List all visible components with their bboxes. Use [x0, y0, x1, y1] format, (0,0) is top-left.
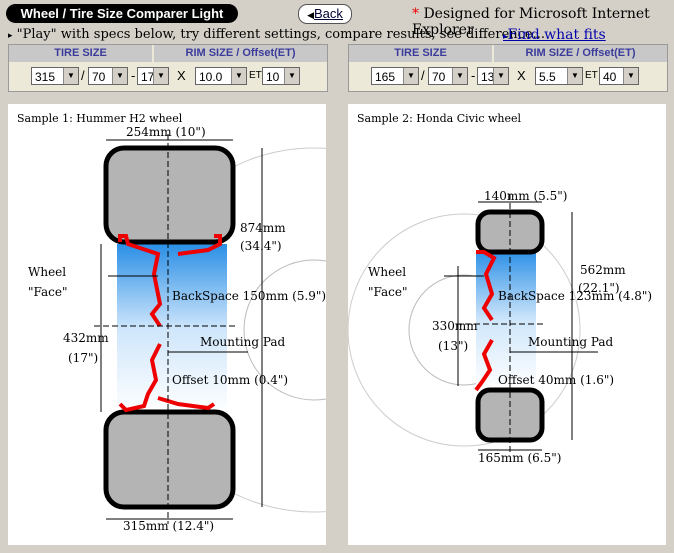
overall-diameter-in: (34.4")	[240, 239, 282, 253]
rim-profile-bottom	[474, 339, 494, 392]
overall-diameter-mm: 874mm	[240, 221, 286, 235]
back-button[interactable]: ◀Back	[298, 4, 352, 24]
aspect-ratio-select[interactable]: 70▼	[428, 67, 468, 85]
rim-profile-top-right	[177, 234, 222, 256]
offset-select[interactable]: 40▼	[599, 67, 639, 85]
rim-diameter-select[interactable]: 13▼	[477, 67, 509, 85]
offset-select[interactable]: 10▼	[262, 67, 300, 85]
aspect-ratio-select[interactable]: 70▼	[88, 67, 128, 85]
mounting-pad-label: Mounting Pad	[200, 335, 286, 349]
backspace-label: BackSpace 123mm (4.8")	[498, 289, 652, 303]
rim-barrel	[476, 250, 536, 390]
tire-size-header: TIRE SIZE	[9, 45, 152, 62]
face-label: "Face"	[368, 285, 408, 299]
find-what-fits-link[interactable]: ▸Find what fits	[503, 27, 606, 43]
dropdown-arrow-icon: ▼	[403, 68, 418, 84]
dropdown-arrow-icon: ▼	[153, 68, 168, 84]
rim-width-select[interactable]: 10.0▼	[195, 67, 247, 85]
top-width-label: 140mm (5.5")	[484, 189, 567, 203]
rim-diameter-select[interactable]: 17▼	[137, 67, 169, 85]
designed-note: * Designed for Microsoft Internet Explor…	[412, 6, 674, 38]
wheel-label: Wheel	[28, 265, 66, 279]
tire-width-select[interactable]: 165▼	[371, 67, 419, 85]
wheel-diameter-mm: 330mm	[432, 319, 478, 333]
dropdown-arrow-icon: ▼	[567, 68, 582, 84]
wheel-diameter-in: (17")	[68, 351, 98, 365]
wheel-diagram-2: 140mm (5.5") 562mm (22.1") Wheel "Face" …	[348, 189, 652, 465]
background-circle	[348, 213, 581, 447]
hint-text: ▸ "Play" with specs below, try different…	[8, 27, 546, 42]
dropdown-arrow-icon: ▼	[63, 68, 78, 84]
dropdown-arrow-icon: ▼	[112, 68, 127, 84]
sample-2-title: Sample 2: Honda Civic wheel	[357, 112, 522, 125]
bottom-width-label: 315mm (12.4")	[123, 519, 214, 533]
tire-width-select[interactable]: 315▼	[31, 67, 79, 85]
spec-bar-1: TIRE SIZE RIM SIZE / Offset(ET) 315▼ / 7…	[8, 44, 328, 92]
wheel-diameter-in: (13")	[438, 339, 468, 353]
rim-size-header: RIM SIZE / Offset(ET)	[154, 45, 327, 62]
rim-profile-top	[118, 234, 163, 328]
dropdown-arrow-icon: ▼	[452, 68, 467, 84]
offset-label: Offset 10mm (0.4")	[172, 373, 288, 387]
tire-top-section	[103, 145, 236, 245]
overall-diameter-mm: 562mm	[580, 263, 626, 277]
rim-width-select[interactable]: 5.5▼	[535, 67, 583, 85]
back-arrow-icon: ◀	[307, 10, 314, 20]
top-width-label: 254mm (10")	[126, 125, 206, 139]
overall-diameter-in: (22.1")	[578, 281, 620, 295]
dropdown-arrow-icon: ▼	[493, 68, 508, 84]
spec-bar-2: TIRE SIZE RIM SIZE / Offset(ET) 165▼ / 7…	[348, 44, 668, 92]
wheel-label: Wheel	[368, 265, 406, 279]
rim-profile-top	[476, 250, 497, 322]
rim-barrel	[117, 244, 227, 414]
mounting-pad-label: Mounting Pad	[528, 335, 614, 349]
app-title: Wheel / Tire Size Comparer Light	[6, 4, 238, 23]
wheel-diagram-1: 254mm (10") 874mm (34.4") Wheel "Face" 4…	[28, 125, 326, 533]
bullet-arrow-icon: ▸	[503, 32, 508, 42]
sample-panel-1: 254mm (10") 874mm (34.4") Wheel "Face" 4…	[8, 104, 326, 545]
tire-bottom-section	[103, 409, 236, 510]
asterisk: *	[412, 6, 419, 22]
offset-label: Offset 40mm (1.6")	[498, 373, 614, 387]
dropdown-arrow-icon: ▼	[284, 68, 299, 84]
bullet-arrow-icon: ▸	[8, 31, 13, 41]
bottom-width-label: 165mm (6.5")	[478, 451, 561, 465]
dropdown-arrow-icon: ▼	[231, 68, 246, 84]
backspace-label: BackSpace 150mm (5.9")	[172, 289, 326, 303]
face-label: "Face"	[28, 285, 68, 299]
designed-note-text: Designed for Microsoft Internet Explorer	[412, 6, 650, 38]
rim-size-header: RIM SIZE / Offset(ET)	[494, 45, 667, 62]
sample-1-title: Sample 1: Hummer H2 wheel	[17, 112, 183, 125]
sample-panel-2: 140mm (5.5") 562mm (22.1") Wheel "Face" …	[348, 104, 666, 545]
tire-size-header: TIRE SIZE	[349, 45, 492, 62]
wheel-diameter-mm: 432mm	[63, 331, 109, 345]
dropdown-arrow-icon: ▼	[623, 68, 638, 84]
background-circle	[243, 259, 326, 401]
back-button-label: Back	[314, 6, 343, 21]
